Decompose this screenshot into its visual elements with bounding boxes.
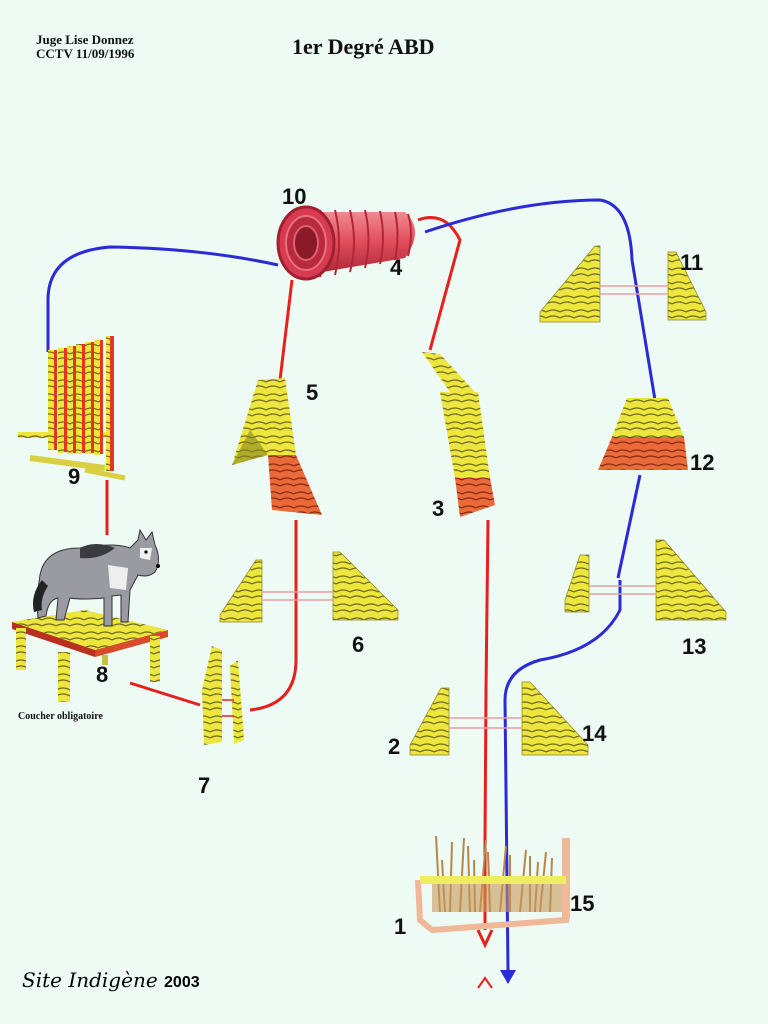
jump-13 xyxy=(564,539,727,621)
obstacle-number-15: 15 xyxy=(570,891,594,916)
table-note: Coucher obligatoire xyxy=(18,711,103,722)
obstacle-number-9: 9 xyxy=(68,464,80,489)
blue-path xyxy=(46,198,657,971)
obstacle-number-12: 12 xyxy=(690,450,714,475)
obstacle-number-14: 14 xyxy=(582,721,607,746)
site-signature: Site Indigène 2003 xyxy=(22,968,200,992)
judge-name: Juge Lise Donnez xyxy=(36,32,134,47)
hedge-1-15 xyxy=(415,835,570,934)
page-title: 1er Degré ABD xyxy=(292,34,435,59)
obstacle-number-4: 4 xyxy=(390,255,403,280)
ramp-3 xyxy=(422,352,495,517)
signature-text: Site Indigène xyxy=(22,968,158,992)
red-path xyxy=(105,216,494,949)
signature-year: 2003 xyxy=(164,974,200,991)
obstacle-number-13: 13 xyxy=(682,634,706,659)
obstacle-number-1: 1 xyxy=(394,914,406,939)
tunnel-10 xyxy=(276,205,415,281)
obstacle-number-5: 5 xyxy=(306,380,318,405)
jump-2-14 xyxy=(409,681,589,756)
table-8 xyxy=(12,610,168,702)
dog-icon xyxy=(33,528,160,627)
obstacle-number-8: 8 xyxy=(96,662,108,687)
obstacle-number-6: 6 xyxy=(352,632,364,657)
jump-11 xyxy=(539,245,707,323)
judge-date: CCTV 11/09/1996 xyxy=(36,46,135,61)
obstacle-number-7: 7 xyxy=(198,773,210,798)
jump-6 xyxy=(219,551,399,623)
trapezoid-12 xyxy=(598,398,688,470)
judge-info: Juge Lise Donnez CCTV 11/09/1996 xyxy=(36,33,134,61)
start-marker-icon xyxy=(477,976,493,989)
obstacle-number-11: 11 xyxy=(680,250,703,275)
wall-7 xyxy=(202,646,244,745)
obstacle-number-10: 10 xyxy=(282,184,306,209)
a-frame-5 xyxy=(232,378,322,515)
obstacle-number-3: 3 xyxy=(432,496,444,521)
finish-arrow-icon xyxy=(500,970,516,984)
obstacle-number-2: 2 xyxy=(388,734,400,759)
palisade-9 xyxy=(18,336,126,481)
